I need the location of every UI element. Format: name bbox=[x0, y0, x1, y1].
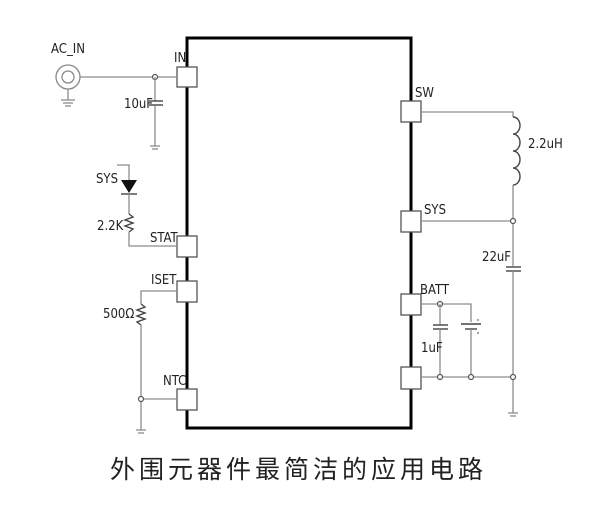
r-iset-label: 500Ω bbox=[103, 307, 134, 322]
junction bbox=[137, 395, 145, 403]
pin-in bbox=[176, 66, 198, 88]
c-in-label: 10uF bbox=[124, 97, 153, 112]
pin-gnd bbox=[400, 366, 422, 390]
inductor-icon bbox=[512, 116, 521, 186]
capacitor-c-batt-icon bbox=[433, 304, 448, 377]
ic-body bbox=[185, 36, 413, 430]
wire-iset bbox=[140, 290, 177, 304]
junction bbox=[509, 373, 517, 381]
pin-sw bbox=[400, 100, 422, 123]
pin-in-label: IN bbox=[174, 51, 186, 66]
led-supply-label: SYS bbox=[96, 172, 118, 187]
pin-stat-label: STAT bbox=[150, 231, 179, 246]
capacitor-c-in-icon bbox=[149, 77, 163, 150]
pin-sys-label: SYS bbox=[424, 203, 446, 218]
junction bbox=[436, 373, 444, 381]
pin-stat bbox=[176, 235, 198, 258]
capacitor-c-sys-icon bbox=[506, 266, 521, 417]
pin-ntc-label: NTC bbox=[163, 374, 186, 389]
pin-batt-label: BATT bbox=[420, 283, 450, 298]
c-sys-label: 22uF bbox=[482, 250, 511, 265]
resistor-stat-icon bbox=[123, 213, 177, 247]
battery-icon bbox=[461, 319, 481, 377]
ac-in-connector-icon bbox=[55, 64, 81, 107]
ac-in-label: AC_IN bbox=[51, 42, 85, 57]
diagram-caption: 外围元器件最简洁的应用电路 bbox=[110, 455, 487, 484]
c-batt-label: 1uF bbox=[421, 341, 443, 356]
pin-ntc bbox=[176, 388, 198, 411]
pin-sys bbox=[400, 210, 422, 233]
pin-iset-label: ISET bbox=[151, 273, 177, 288]
resistor-iset-icon bbox=[135, 303, 147, 434]
pin-sw-label: SW bbox=[415, 86, 434, 101]
pin-batt bbox=[400, 293, 422, 316]
junction bbox=[467, 373, 475, 381]
inductor-label: 2.2uH bbox=[528, 137, 563, 152]
wire-sw bbox=[421, 111, 514, 117]
led-diode-icon bbox=[117, 164, 137, 214]
junction bbox=[509, 217, 517, 225]
pin-iset bbox=[176, 280, 198, 303]
wire-batt bbox=[421, 303, 472, 322]
r-stat-label: 2.2K bbox=[97, 219, 124, 234]
